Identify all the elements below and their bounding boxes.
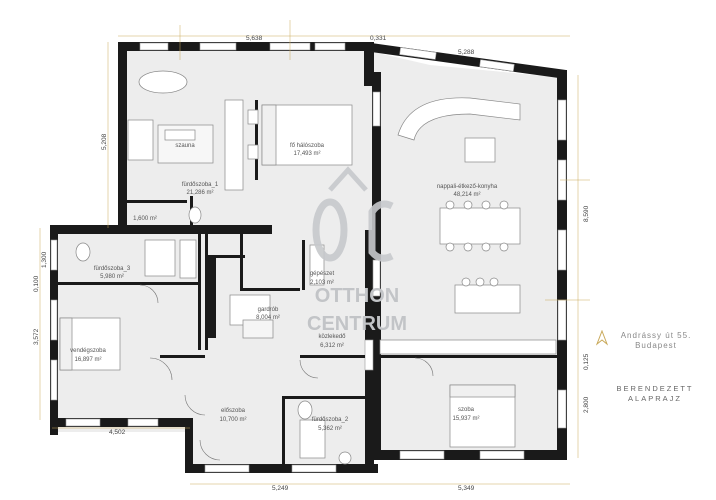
wardrobe [224,99,244,191]
room-name: fürdőszoba_2 [312,417,349,423]
dim-left-mid2: 0,100 [33,275,40,292]
room-area: 2,103 m² [310,280,334,286]
plan-title: BERENDEZETT ALAPRAJZ [596,384,714,404]
dim-right-upper: 8,590 [583,205,590,222]
room-area: 21,286 m² [186,190,213,196]
kitchen-island [454,284,521,314]
dimension-lines [39,20,590,485]
plan-title-line1: BERENDEZETT [616,384,694,393]
room-area: 15,937 m² [452,416,479,422]
dim-bottom-right: 5,349 [458,485,475,492]
room-area: 5,980 m² [100,274,124,280]
address-line2: Budapest [635,341,677,350]
dim-left-mid1: 1,300 [41,251,48,268]
dim-top-mid: 0,331 [370,35,387,42]
logo-mark [312,166,394,262]
room-name: fürdőszoba_3 [94,266,131,272]
room-name: fő hálószoba [290,143,325,149]
dim-top-left: 5,638 [246,35,263,42]
room-name: nappali-étkező-konyha [437,184,498,190]
dim-left-upper: 5,208 [101,133,108,150]
dim-left-lower: 3,572 [33,328,40,345]
dim-right-lower: 2,800 [583,396,590,413]
dim-right-mid: 0,125 [583,353,590,370]
room-name: előszoba [221,408,246,414]
room-name: gépészet [310,271,335,277]
address-line1: Andrássy út 55. [620,331,692,340]
address-block: Andrássy út 55. Budapest [598,331,714,351]
dim-bottom-left: 4,502 [109,429,126,436]
furniture [59,70,557,465]
room-area: 1,600 m² [133,216,157,222]
dining-table [439,207,521,245]
dim-top-right: 5,288 [458,49,475,56]
room-area: 16,897 m² [74,357,101,363]
room-area: 48,214 m² [453,192,480,198]
room-name: közlekedő [318,334,346,340]
room-area: 10,700 m² [219,417,246,423]
room-area: 8,004 m² [256,315,280,321]
sofa-curved [397,97,521,141]
bathtub [138,70,188,94]
room-area: 6,312 m² [320,343,344,349]
dim-bottom-mid: 5,249 [272,485,289,492]
door-swings [139,284,434,461]
plan-title-line2: ALAPRAJZ [628,394,682,403]
logo-line1: OTTHON [315,285,399,307]
room-name: szauna [175,143,195,149]
room-name: szoba [458,407,475,413]
room-name: vendégszoba [70,348,106,354]
logo-line2: CENTRUM [307,313,407,335]
room-name: gardrób [258,307,279,313]
room-area: 5,362 m² [318,426,342,432]
room-name: fürdőszoba_1 [182,182,219,188]
room-area: 17,493 m² [293,151,320,157]
location-pin-icon [596,330,608,346]
kitchen-counter [379,339,557,355]
